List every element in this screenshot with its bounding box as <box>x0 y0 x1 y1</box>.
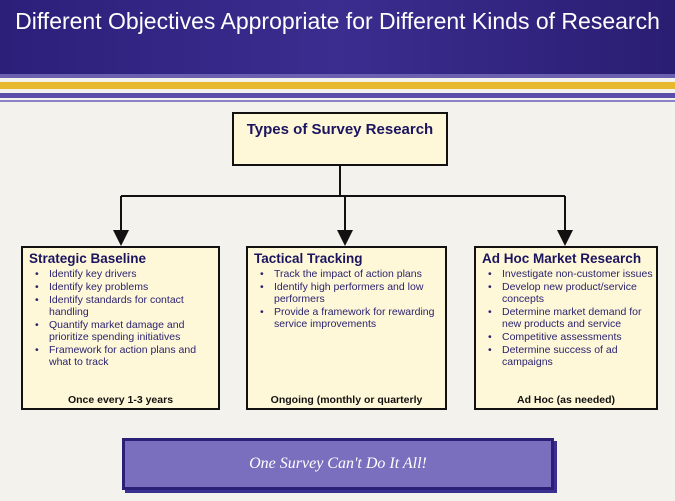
list-item: Competitive assessments <box>488 331 656 343</box>
list-item: Provide a framework for rewarding servic… <box>260 306 445 330</box>
list-item: Identify key problems <box>35 281 218 293</box>
list-item: Develop new product/service concepts <box>488 281 656 305</box>
card-footer: Ongoing (monthly or quarterly <box>270 394 423 406</box>
header-stripe <box>0 74 675 78</box>
root-node: Types of Survey Research <box>232 112 448 166</box>
card-heading: Strategic Baseline <box>29 251 147 266</box>
card-heading: Tactical Tracking <box>254 251 363 266</box>
list-item: Framework for action plans and what to t… <box>35 344 218 368</box>
list-item: Identify key drivers <box>35 268 218 280</box>
list-item: Track the impact of action plans <box>260 268 445 280</box>
list-item: Quantify market damage and prioritize sp… <box>35 319 218 343</box>
list-item: Determine success of ad campaigns <box>488 344 656 368</box>
card-tactical-tracking: Tactical Tracking Track the impact of ac… <box>246 246 447 410</box>
card-footer: Once every 1-3 years <box>67 394 174 406</box>
card-list: Identify key drivers Identify key proble… <box>23 268 218 368</box>
card-ad-hoc-market-research: Ad Hoc Market Research Investigate non-c… <box>474 246 658 410</box>
header-stripe <box>0 93 675 98</box>
list-item: Determine market demand for new products… <box>488 306 656 330</box>
card-list: Investigate non-customer issues Develop … <box>476 268 656 368</box>
card-heading: Ad Hoc Market Research <box>482 251 642 266</box>
list-item: Identify standards for contact handling <box>35 294 218 318</box>
page-title: Different Objectives Appropriate for Dif… <box>0 0 675 74</box>
header-stripe <box>0 100 675 102</box>
header-stripe-gold <box>0 82 675 89</box>
list-item: Investigate non-customer issues <box>488 268 656 280</box>
card-strategic-baseline: Strategic Baseline Identify key drivers … <box>21 246 220 410</box>
slogan-banner: One Survey Can't Do It All! <box>122 438 554 490</box>
card-list: Track the impact of action plans Identif… <box>248 268 445 330</box>
list-item: Identify high performers and low perform… <box>260 281 445 305</box>
card-footer: Ad Hoc (as needed) <box>516 394 616 406</box>
